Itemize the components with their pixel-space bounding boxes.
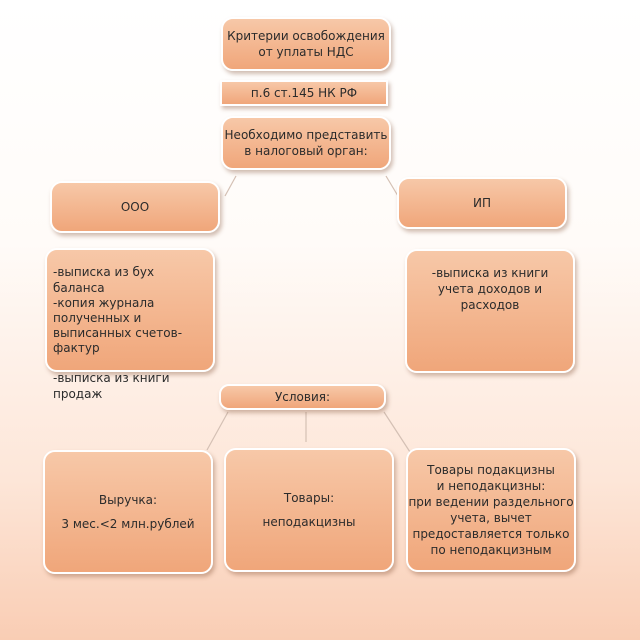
condition-revenue-line-1: Выручка:	[98, 493, 158, 507]
ooo-documents-box: -выписка из бух баланса -копия журнала п…	[45, 248, 215, 401]
submit-box: Необходимо представить в налоговый орган…	[221, 116, 391, 170]
ip-documents-box: -выписка из книги учета доходов и расход…	[405, 249, 575, 373]
condition-revenue-line-2: 3 мес.<2 млн.рублей	[61, 517, 195, 531]
ip-box: ИП	[397, 177, 567, 229]
arrow-conditions-to-mixed	[383, 411, 411, 453]
title-box: Критерии освобождения от уплаты НДС	[221, 17, 391, 71]
title-line-2: от уплаты НДС	[258, 45, 354, 59]
title-line-1: Критерии освобождения	[227, 29, 385, 43]
ooo-doc-item: -копия журнала полученных и выписанных с…	[53, 296, 183, 355]
ip-doc-item: -выписка из книги учета доходов и расход…	[431, 266, 549, 312]
arrow-submit-to-ooo	[224, 175, 237, 197]
ooo-box: ООО	[50, 181, 220, 233]
ip-label: ИП	[473, 196, 491, 210]
conditions-label: Условия:	[274, 390, 331, 404]
condition-revenue-box: Выручка: 3 мес.<2 млн.рублей	[43, 450, 213, 574]
condition-non-excise-line-1: Товары:	[283, 491, 335, 505]
condition-non-excise-box: Товары: неподакцизны	[224, 448, 394, 572]
ooo-label: ООО	[120, 200, 150, 214]
law-reference-text: п.6 ст.145 НК РФ	[250, 86, 358, 100]
condition-mixed-line-1: Товары подакцизны	[427, 463, 555, 477]
arrow-submit-to-ip	[385, 175, 399, 197]
submit-line-2: в налоговый орган:	[244, 144, 368, 158]
arrow-conditions-to-revenue	[206, 411, 229, 451]
condition-mixed-line-3: при ведении раздельного	[408, 495, 574, 509]
ooo-doc-item: -выписка из книги продаж	[53, 371, 170, 401]
ooo-doc-item: -выписка из бух баланса	[53, 265, 155, 295]
law-reference-box: п.6 ст.145 НК РФ	[220, 80, 388, 106]
condition-mixed-line-4: учета, вычет	[450, 511, 532, 525]
condition-mixed-goods-box: Товары подакцизны и неподакцизны: при ве…	[406, 448, 576, 572]
condition-non-excise-line-2: неподакцизны	[262, 515, 356, 529]
conditions-box: Условия:	[219, 384, 386, 410]
condition-mixed-line-6: по неподакцизным	[430, 543, 552, 557]
condition-mixed-line-5: предоставляется только	[412, 527, 570, 541]
submit-line-1: Необходимо представить	[224, 128, 388, 142]
condition-mixed-line-2: и неподакцизны:	[436, 479, 546, 493]
